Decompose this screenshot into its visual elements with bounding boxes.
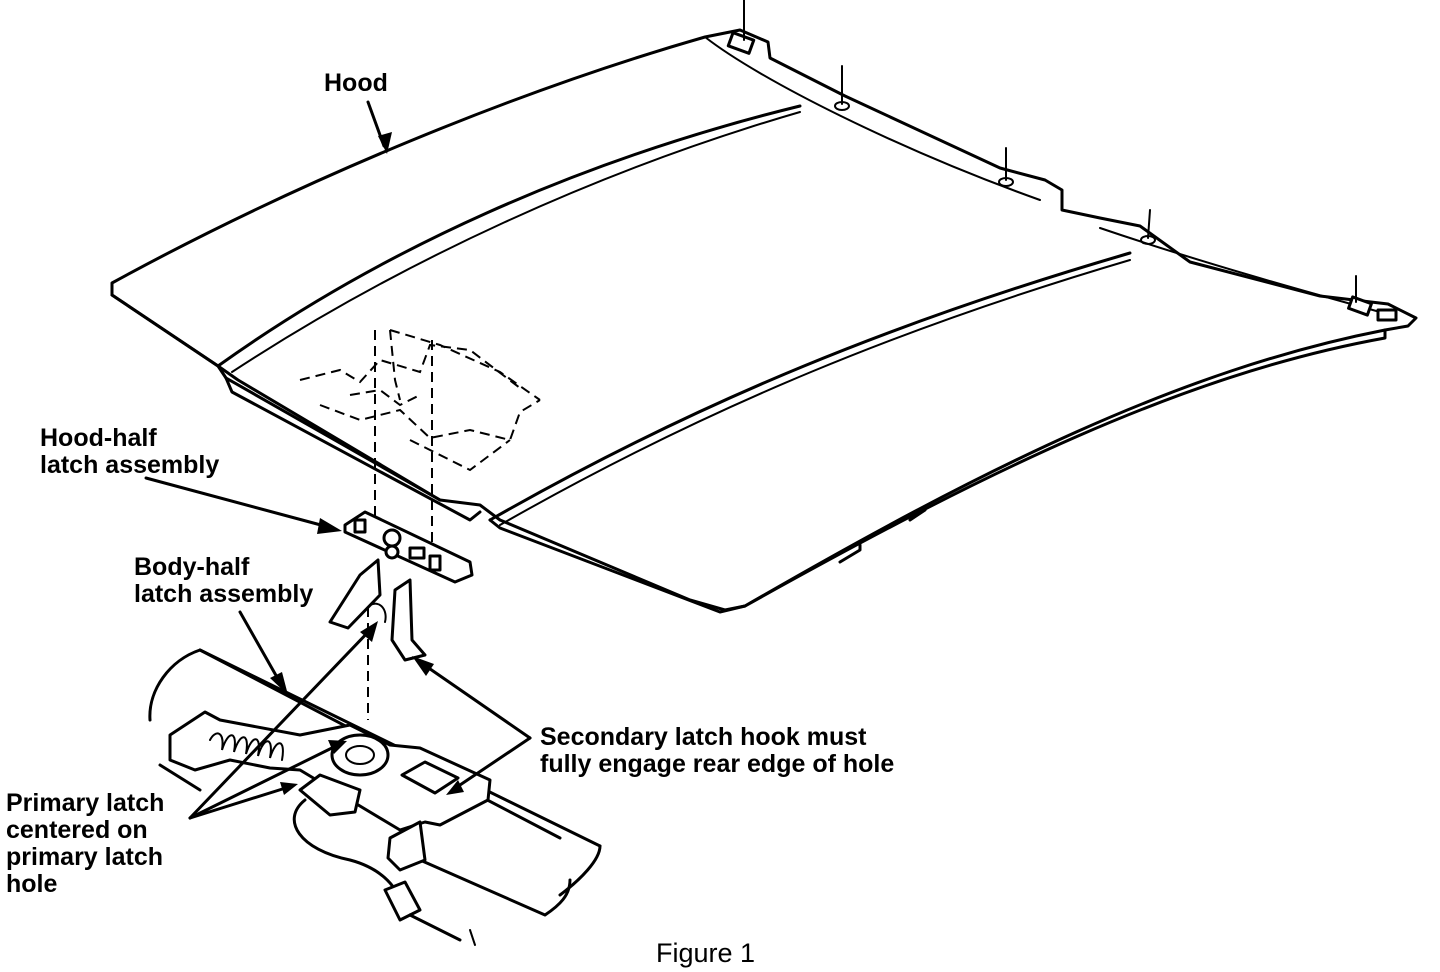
hood-half-latch-part <box>328 510 474 662</box>
figure-caption: Figure 1 <box>656 938 756 968</box>
body-half-latch-part <box>148 648 602 946</box>
secondary-hook-label: Secondary latch hook must fully engage r… <box>540 723 895 778</box>
hood-half-label: Hood-half latch assembly <box>40 424 220 479</box>
hood-panel <box>110 0 1418 614</box>
hood-underside-latch-dashed <box>299 329 541 720</box>
primary-latch-label: Primary latch centered on primary latch … <box>6 789 165 898</box>
body-half-label: Body-half latch assembly <box>134 553 314 608</box>
leader-arrows <box>144 100 532 820</box>
hood-label: Hood <box>324 69 388 97</box>
